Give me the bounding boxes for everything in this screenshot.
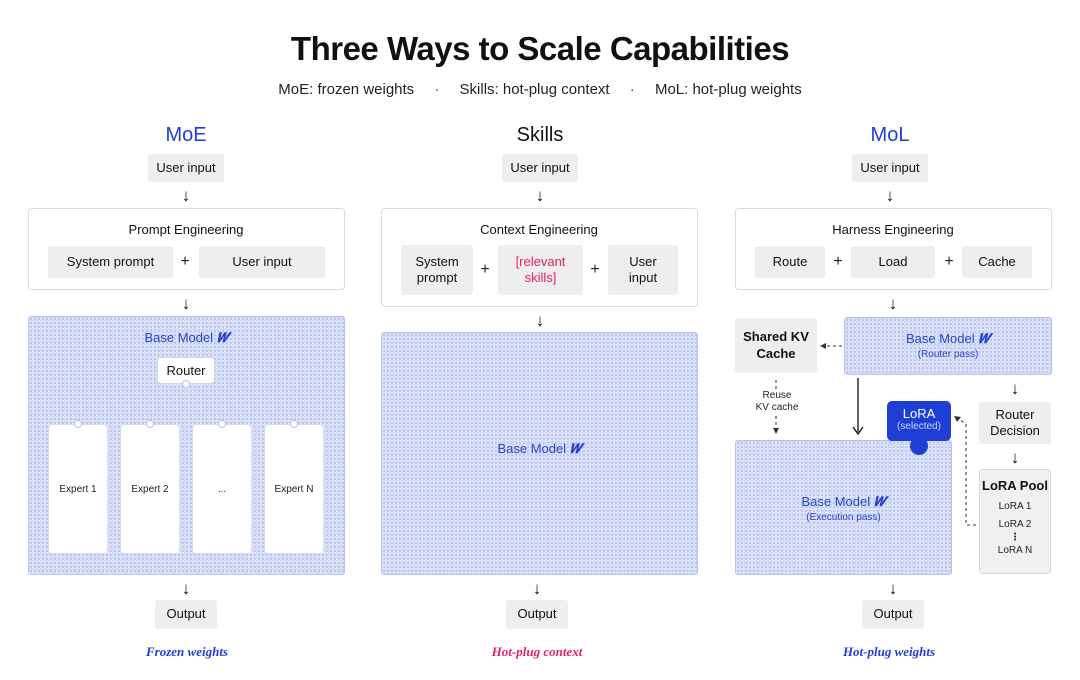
lora-pool-title: LoRA Pool	[982, 478, 1048, 493]
weights-symbol: 𝑾	[569, 441, 582, 456]
mol-route: Route	[755, 246, 825, 278]
lora-plug-dot	[910, 437, 928, 455]
skills-base-model: Base Model 𝑾	[381, 332, 698, 575]
mol-harness-frame: Harness Engineering Route + Load + Cache	[735, 208, 1052, 290]
skills-base-model-label: Base Model 𝑾	[382, 441, 697, 457]
base-model-text: Base Model	[497, 441, 567, 456]
moe-user-input: User input	[148, 154, 224, 182]
moe-base-model-label: Base Model 𝑾	[29, 330, 344, 346]
skills-context-frame: Context Engineering System prompt + [rel…	[381, 208, 698, 307]
expert-port	[74, 420, 82, 428]
mol-lora-pool: LoRA Pool LoRA 1 LoRA 2 ⋮ LoRA N	[979, 469, 1051, 574]
lora-pool-item: LoRA 2	[998, 519, 1032, 530]
plus-icon: +	[180, 253, 190, 270]
moe-user-input-2: User input	[199, 246, 325, 278]
expert-port	[290, 420, 298, 428]
pool-to-lora-line	[956, 417, 976, 526]
base-model-text: Base Model	[144, 330, 214, 345]
skills-footer: Hot-plug context	[491, 644, 583, 659]
arrow-down-icon: ↓	[1010, 448, 1020, 467]
arrowhead-lora	[954, 416, 961, 422]
expert-card: Expert 2	[120, 424, 180, 554]
mol-header: MoL	[870, 124, 910, 146]
mol-reuse-kv: Reuse KV cache	[747, 390, 807, 414]
arrow-down-icon: ↓	[1010, 379, 1020, 398]
skills-relevant-skills: [relevant skills]	[498, 245, 583, 295]
mol-execution-pass-model: Base Model 𝑾 (Execution pass)	[735, 440, 952, 575]
page-title: Three Ways to Scale Capabilities	[290, 30, 790, 67]
plus-icon: +	[480, 261, 490, 278]
moe-prompt-frame: Prompt Engineering System prompt + User …	[28, 208, 345, 290]
lora-pool-ellipsis: ⋮	[1010, 532, 1020, 543]
weights-symbol: 𝑾	[216, 330, 229, 345]
subtitle-skills: Skills: hot-plug context	[459, 81, 610, 98]
lora-selected-title: LoRA	[902, 406, 936, 421]
mol-execution-pass-label: Base Model 𝑾	[736, 494, 951, 510]
expert-card: ...	[192, 424, 252, 554]
subtitle-separator: ·	[629, 81, 635, 98]
arrow-down-icon: ↓	[888, 579, 898, 598]
mol-load: Load	[851, 246, 935, 278]
arrow-down-icon: ↓	[181, 579, 191, 598]
expert-port	[146, 420, 154, 428]
arrow-down-icon: ↓	[181, 186, 191, 205]
subtitle: MoE: frozen weights · Skills: hot-plug c…	[0, 81, 1080, 98]
mol-footer: Hot-plug weights	[842, 644, 936, 659]
skills-output: Output	[506, 600, 568, 629]
mol-router-pass-label: Base Model 𝑾	[845, 331, 1051, 347]
router-port	[182, 380, 190, 388]
mol-user-input: User input	[852, 154, 928, 182]
mol-shared-kv-cache: Shared KV Cache	[735, 318, 817, 373]
arrow-down-icon: ↓	[181, 294, 191, 313]
plus-icon: +	[833, 253, 843, 270]
arrowhead-reuse-kv	[773, 428, 779, 434]
skills-user-input: User input	[502, 154, 578, 182]
arrowhead-shared-kv	[820, 343, 826, 349]
base-model-text: Base Model	[905, 331, 975, 346]
skills-user-input-2: User input	[608, 245, 678, 295]
expert-card: Expert N	[264, 424, 324, 554]
mol-router-pass-model: Base Model 𝑾 (Router pass)	[844, 317, 1052, 375]
skills-frame-title: Context Engineering	[480, 222, 598, 237]
base-model-text: Base Model	[801, 494, 871, 509]
arrow-down-icon: ↓	[885, 186, 895, 205]
mol-frame-title: Harness Engineering	[832, 222, 954, 237]
moe-header: MoE	[165, 124, 207, 146]
mol-cache: Cache	[962, 246, 1032, 278]
mol-router-pass-sub: (Router pass)	[917, 349, 979, 360]
arrow-down-icon: ↓	[888, 294, 898, 313]
subtitle-separator: ·	[434, 81, 440, 98]
plus-icon: +	[590, 261, 600, 278]
arrow-down-icon: ↓	[532, 579, 542, 598]
mol-router-decision: Router Decision	[979, 402, 1051, 444]
weights-symbol: 𝑾	[978, 331, 991, 346]
moe-frame-title: Prompt Engineering	[128, 222, 244, 237]
moe-output: Output	[155, 600, 217, 629]
lora-pool-item: LoRA 1	[998, 501, 1032, 512]
mol-lora-selected: LoRA (selected)	[887, 401, 951, 441]
expert-port	[218, 420, 226, 428]
mol-output: Output	[862, 600, 924, 629]
router-to-exec-arrow	[852, 378, 864, 436]
mol-execution-pass-sub: (Execution pass)	[806, 512, 881, 523]
subtitle-moe: MoE: frozen weights	[278, 81, 415, 98]
skills-system-prompt: System prompt	[401, 245, 473, 295]
moe-system-prompt: System prompt	[48, 246, 173, 278]
arrow-down-icon: ↓	[535, 186, 545, 205]
arrow-down-icon: ↓	[535, 311, 545, 330]
weights-symbol: 𝑾	[873, 494, 886, 509]
expert-card: Expert 1	[48, 424, 108, 554]
moe-footer: Frozen weights	[146, 644, 228, 659]
lora-pool-item: LoRA N	[997, 545, 1033, 556]
lora-selected-sub: (selected)	[897, 421, 941, 432]
skills-header: Skills	[516, 124, 564, 146]
plus-icon: +	[944, 253, 954, 270]
subtitle-mol: MoL: hot-plug weights	[654, 81, 802, 98]
